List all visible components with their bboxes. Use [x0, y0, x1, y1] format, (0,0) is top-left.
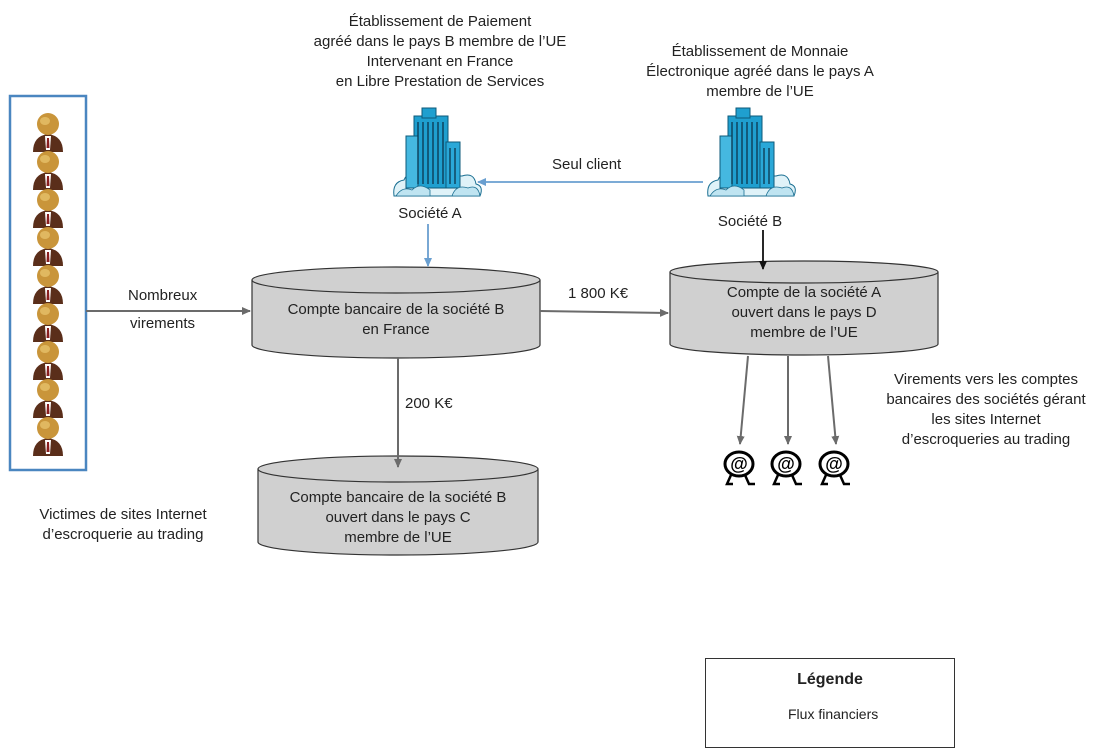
diagram-canvas: @: [8, 94, 939, 721]
at-sign-icon: [723, 450, 757, 486]
at-sign-icon: [818, 450, 852, 486]
amount-1800-label: 1 800 K€: [568, 285, 629, 302]
legend-box: Légende Flux financiers: [705, 658, 955, 748]
arrow-out-3: [827, 355, 840, 445]
at-sign-icon: [770, 450, 804, 486]
etablissement-monnaie-text: Établissement de Monnaie Électronique ag…: [646, 43, 874, 100]
compte-b-france-label: Compte bancaire de la société B en Franc…: [287, 301, 505, 338]
building-icon: [707, 107, 797, 197]
nombreux-label: Nombreux: [128, 287, 198, 304]
etablissement-paiement-text: Établissement de Paiement agréé dans le …: [313, 13, 567, 90]
cylinder-compte-a-pays-d: [669, 260, 939, 356]
seul-client-label: Seul client: [552, 156, 622, 173]
legend-title: Légende: [797, 671, 863, 688]
cylinder-compte-b-france: [251, 266, 541, 359]
amount-200-label: 200 K€: [405, 395, 453, 412]
compte-b-pays-c-label: Compte bancaire de la société B ouvert d…: [289, 489, 507, 546]
virements-label: virements: [130, 315, 196, 332]
arrow-out-1: [736, 355, 749, 445]
cylinder-compte-b-pays-c: [257, 455, 539, 556]
arrow-1800: [539, 308, 669, 317]
victimes-caption: Victimes de sites Internet d’escroquerie…: [39, 506, 207, 543]
compte-a-pays-d-label: Compte de la société A ouvert dans le pa…: [726, 284, 882, 341]
legend-flux-label: Flux financiers: [788, 706, 879, 722]
virements-vers-caption: Virements vers les comptes bancaires des…: [886, 371, 1086, 448]
societe-a-label: Société A: [398, 205, 462, 222]
building-icon: [393, 107, 483, 197]
societe-b-label: Société B: [717, 213, 783, 230]
